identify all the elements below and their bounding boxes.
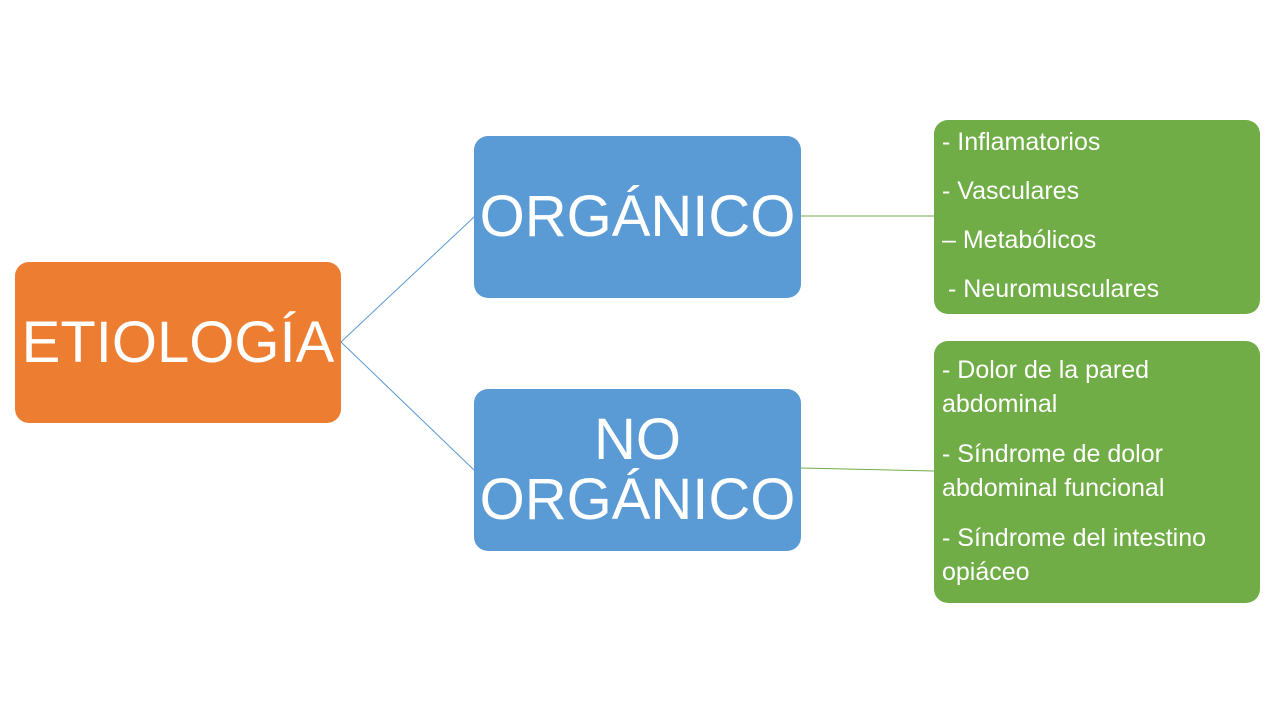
connector-root-to-organico [340,216,475,343]
detail-node-no-organico: - Dolor de la pared abdominal - Síndrome… [934,341,1260,603]
detail-item: - Neuromusculares [948,275,1160,303]
root-node-label: ETIOLOGÍA [21,310,335,375]
category-node-label: NO ORGÁNICO [479,407,796,532]
category-node-organico: ORGÁNICO [474,136,801,298]
detail-item: – Metabólicos [942,226,1097,254]
detail-node-organico: - Inflamatorios - Vasculares – Metabólic… [934,120,1260,314]
category-node-no-organico: NO ORGÁNICO [474,389,801,551]
category-node-label: ORGÁNICO [479,184,796,249]
detail-item: - Síndrome del intestino opiáceo [942,524,1207,586]
detail-item: - Inflamatorios [942,128,1101,156]
detail-item: - Dolor de la pared abdominal [942,356,1150,418]
root-node-etiologia: ETIOLOGÍA [15,262,341,423]
detail-item: - Vasculares [942,177,1080,205]
detail-item: - Síndrome de dolor abdominal funcional [942,440,1165,502]
connector-no-organico-to-details [800,467,935,472]
connector-root-to-no-organico [340,341,475,471]
